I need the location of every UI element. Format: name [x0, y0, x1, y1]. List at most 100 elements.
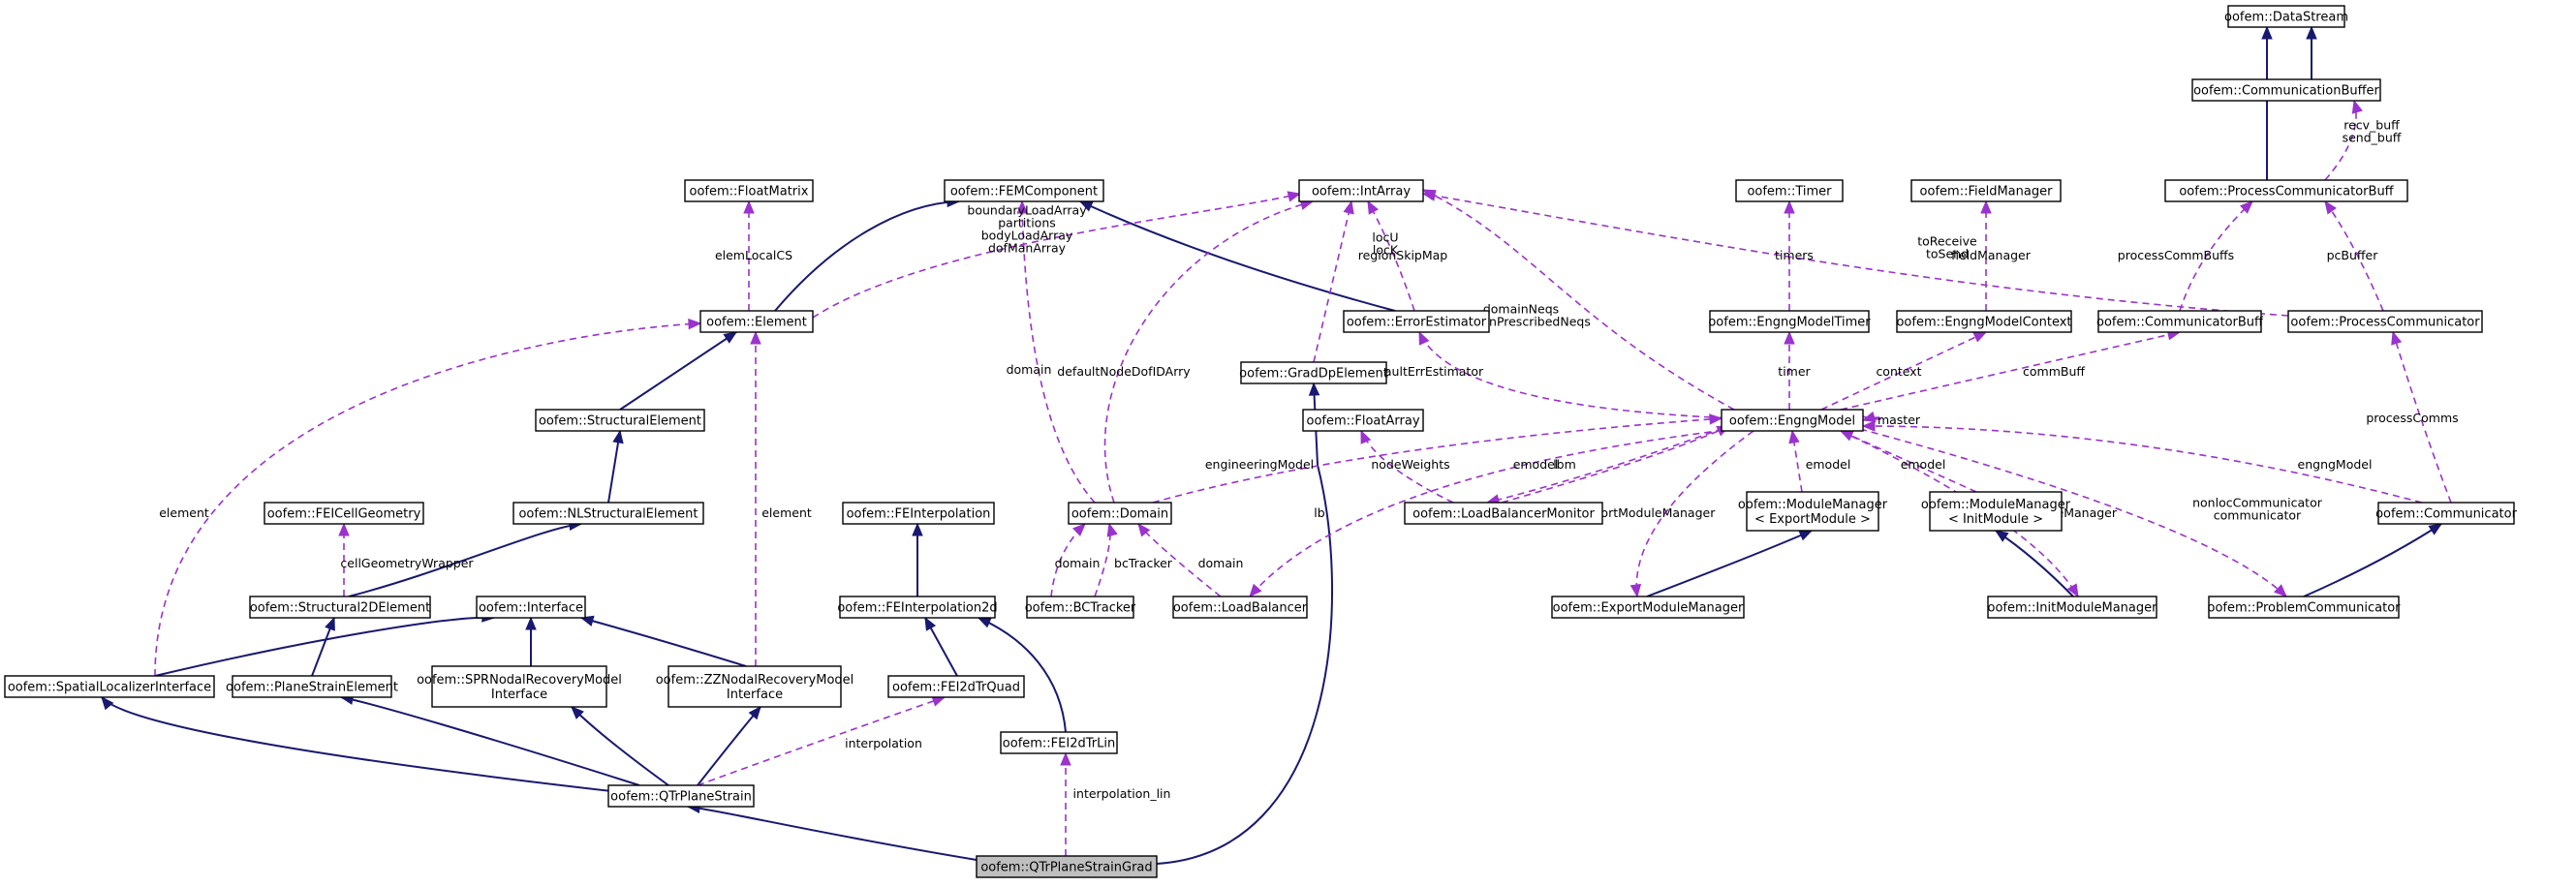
- class-node-init-module-manager[interactable]: oofem::InitModuleManager: [1987, 596, 2158, 619]
- class-node-box: [2097, 310, 2262, 333]
- class-node-export-module-manager[interactable]: oofem::ExportModuleManager: [1551, 596, 1745, 619]
- class-node-field-manager[interactable]: oofem::FieldManager: [1910, 179, 2062, 202]
- inherit-edge-spatial-localizer-interface-to-interface: [154, 616, 495, 677]
- edge-label-line: fieldManager: [1951, 248, 2032, 262]
- edge-label-bc-tracker: bcTracker: [1114, 556, 1173, 570]
- class-node-fe-interpolation2d[interactable]: oofem::FEInterpolation2d: [837, 596, 998, 619]
- uses-edge-domain-to-engng-model-arrowhead: [1709, 413, 1723, 425]
- uses-edge-engng-model-to-engng-model-context-arrowhead: [1972, 331, 1988, 343]
- uses-edge-process-communicator-buff-to-communication-buffer: [2324, 100, 2357, 181]
- class-node-box: [976, 855, 1158, 878]
- class-node-module-manager-export[interactable]: oofem::ModuleManager< ExportModule >: [1738, 491, 1888, 532]
- class-node-element[interactable]: oofem::Element: [699, 310, 814, 333]
- edge-label-emodel-export: emodel: [1806, 457, 1851, 472]
- class-node-timer[interactable]: oofem::Timer: [1735, 179, 1844, 202]
- class-node-box: [2287, 310, 2483, 333]
- inherit-edge-communication-buffer-to-data-stream-arrowhead: [2306, 25, 2317, 40]
- class-node-spatial-localizer-interface[interactable]: oofem::SpatialLocalizerInterface: [4, 675, 215, 698]
- inherit-edge-fei2d-tr-quad-to-fe-interpolation2d-arrowhead: [924, 616, 937, 631]
- edge-label-default-node-dof-id-arry: defaultNodeDofIDArry: [1057, 364, 1191, 379]
- class-node-fei2d-tr-quad[interactable]: oofem::FEI2dTrQuad: [887, 675, 1025, 698]
- class-node-process-communicator-buff[interactable]: oofem::ProcessCommunicatorBuff: [2164, 179, 2408, 202]
- class-node-box: [2377, 502, 2515, 525]
- edge-label-comm-buff: commBuff: [2023, 364, 2085, 379]
- edge-label-line: lbm: [1553, 457, 1576, 472]
- edge-label-line: engngModel: [2298, 457, 2373, 472]
- class-node-label: oofem::EngngModelContext: [1896, 316, 2071, 330]
- class-node-engng-model-context[interactable]: oofem::EngngModelContext: [1896, 310, 2072, 333]
- class-node-box: [1302, 409, 1424, 432]
- class-node-communicator[interactable]: oofem::Communicator: [2375, 502, 2518, 525]
- inherit-edge-problem-communicator-to-communicator-arrowhead: [2428, 523, 2443, 535]
- class-node-fei2d-tr-lin[interactable]: oofem::FEI2dTrLin: [1000, 731, 1118, 754]
- class-node-plane-strain-element[interactable]: oofem::PlaneStrainElement: [226, 675, 398, 698]
- edge-label-line: context: [1876, 364, 1921, 379]
- edge-label-line: toSend: [1926, 247, 1969, 261]
- class-node-nl-structural-element[interactable]: oofem::NLStructuralElement: [512, 502, 704, 525]
- uses-edge-load-balancer-to-domain: [1137, 523, 1222, 597]
- class-node-float-matrix[interactable]: oofem::FloatMatrix: [684, 179, 814, 202]
- class-node-q-tr-plane-strain[interactable]: oofem::QTrPlaneStrain: [607, 784, 755, 808]
- edge-label-emodel-init: emodel: [1901, 457, 1946, 472]
- class-node-error-estimator[interactable]: oofem::ErrorEstimator: [1343, 310, 1490, 333]
- edge-label-line: lb: [1314, 505, 1324, 520]
- class-node-box: [2227, 5, 2345, 28]
- inherit-edge-zz-nodal-recovery-model-interface-to-interface: [580, 617, 747, 667]
- edge-label-process-comms: processComms: [2366, 411, 2458, 425]
- class-node-structural-element[interactable]: oofem::StructuralElement: [535, 409, 705, 432]
- class-node-interface[interactable]: oofem::Interface: [476, 596, 586, 619]
- class-node-box: [1721, 409, 1864, 432]
- class-node-q-tr-plane-strain-grad[interactable]: oofem::QTrPlaneStrainGrad: [976, 855, 1158, 878]
- class-node-label: oofem::LoadBalancer: [1173, 601, 1308, 616]
- class-node-engng-model-timer[interactable]: oofem::EngngModelTimer: [1708, 310, 1871, 333]
- uses-edge-engng-model-to-problem-communicator: [1859, 428, 2287, 597]
- class-node-communicator-buff[interactable]: oofem::CommunicatorBuff: [2096, 310, 2264, 333]
- class-node-data-stream[interactable]: oofem::DataStream: [2224, 5, 2348, 28]
- inherit-edge-q-tr-plane-strain-to-spatial-localizer-interface-arrowhead: [101, 696, 114, 711]
- class-node-label: oofem::PlaneStrainElement: [226, 681, 398, 695]
- class-node-grad-dp-element[interactable]: oofem::GradDpElement: [1239, 361, 1388, 384]
- class-node-engng-model[interactable]: oofem::EngngModel: [1721, 409, 1864, 432]
- edge-label-line: bodyLoadArray: [981, 229, 1073, 243]
- uses-edge-module-manager-export-to-engng-model-arrowhead: [1788, 429, 1800, 444]
- inherit-edge-element-to-fem-component: [774, 200, 960, 312]
- class-node-float-array[interactable]: oofem::FloatArray: [1302, 409, 1424, 432]
- class-node-problem-communicator[interactable]: oofem::ProblemCommunicator: [2207, 596, 2401, 619]
- class-node-communication-buffer[interactable]: oofem::CommunicationBuffer: [2191, 78, 2381, 102]
- class-node-box: [1551, 596, 1745, 619]
- class-node-fem-component[interactable]: oofem::FEMComponent: [944, 179, 1104, 202]
- edge-label-line: communicator: [2214, 508, 2302, 523]
- class-node-bc-tracker[interactable]: oofem::BCTracker: [1025, 596, 1136, 619]
- edge-label-line: domain: [1007, 362, 1052, 377]
- uses-edge-domain-to-int-array: [1103, 200, 1314, 504]
- edge-label-line: interpolation_lin: [1073, 786, 1171, 801]
- edge-label-cell-geometry-wrapper: cellGeometryWrapper: [340, 556, 474, 570]
- class-node-label: oofem::Interface: [479, 601, 583, 616]
- uses-edge-structural2-d-element-to-fei-cell-geometry-arrowhead: [338, 522, 350, 536]
- inherit-edge-init-module-manager-to-module-manager-init-arrowhead: [1994, 530, 2009, 542]
- class-node-box: [2191, 78, 2381, 102]
- inherit-edge-problem-communicator-to-communicator: [2303, 523, 2442, 597]
- edge-label-line: nodeWeights: [1371, 457, 1449, 472]
- class-node-fei-cell-geometry[interactable]: oofem::FEICellGeometry: [264, 502, 424, 525]
- class-node-domain[interactable]: oofem::Domain: [1068, 502, 1172, 525]
- class-node-process-communicator[interactable]: oofem::ProcessCommunicator: [2287, 310, 2483, 333]
- class-node-label: oofem::QTrPlaneStrain: [610, 790, 752, 805]
- class-node-int-array[interactable]: oofem::IntArray: [1298, 179, 1424, 202]
- edge-label-line: toReceive: [1917, 234, 1977, 249]
- inherit-edge-init-module-manager-to-module-manager-init: [1995, 530, 2074, 597]
- class-node-structural2-d-element[interactable]: oofem::Structural2DElement: [249, 596, 431, 619]
- class-node-label: < ExportModule >: [1754, 512, 1871, 527]
- edge-label-line: commBuff: [2023, 364, 2085, 379]
- edge-label-line: dofManArray: [988, 241, 1067, 256]
- class-node-load-balancer-monitor[interactable]: oofem::LoadBalancerMonitor: [1404, 502, 1603, 525]
- class-node-load-balancer[interactable]: oofem::LoadBalancer: [1172, 596, 1308, 619]
- class-node-fe-interpolation[interactable]: oofem::FEInterpolation: [842, 502, 995, 525]
- inherit-edge-error-estimator-to-fem-component: [1079, 200, 1396, 312]
- class-node-module-manager-init[interactable]: oofem::ModuleManager< InitModule >: [1921, 491, 2071, 532]
